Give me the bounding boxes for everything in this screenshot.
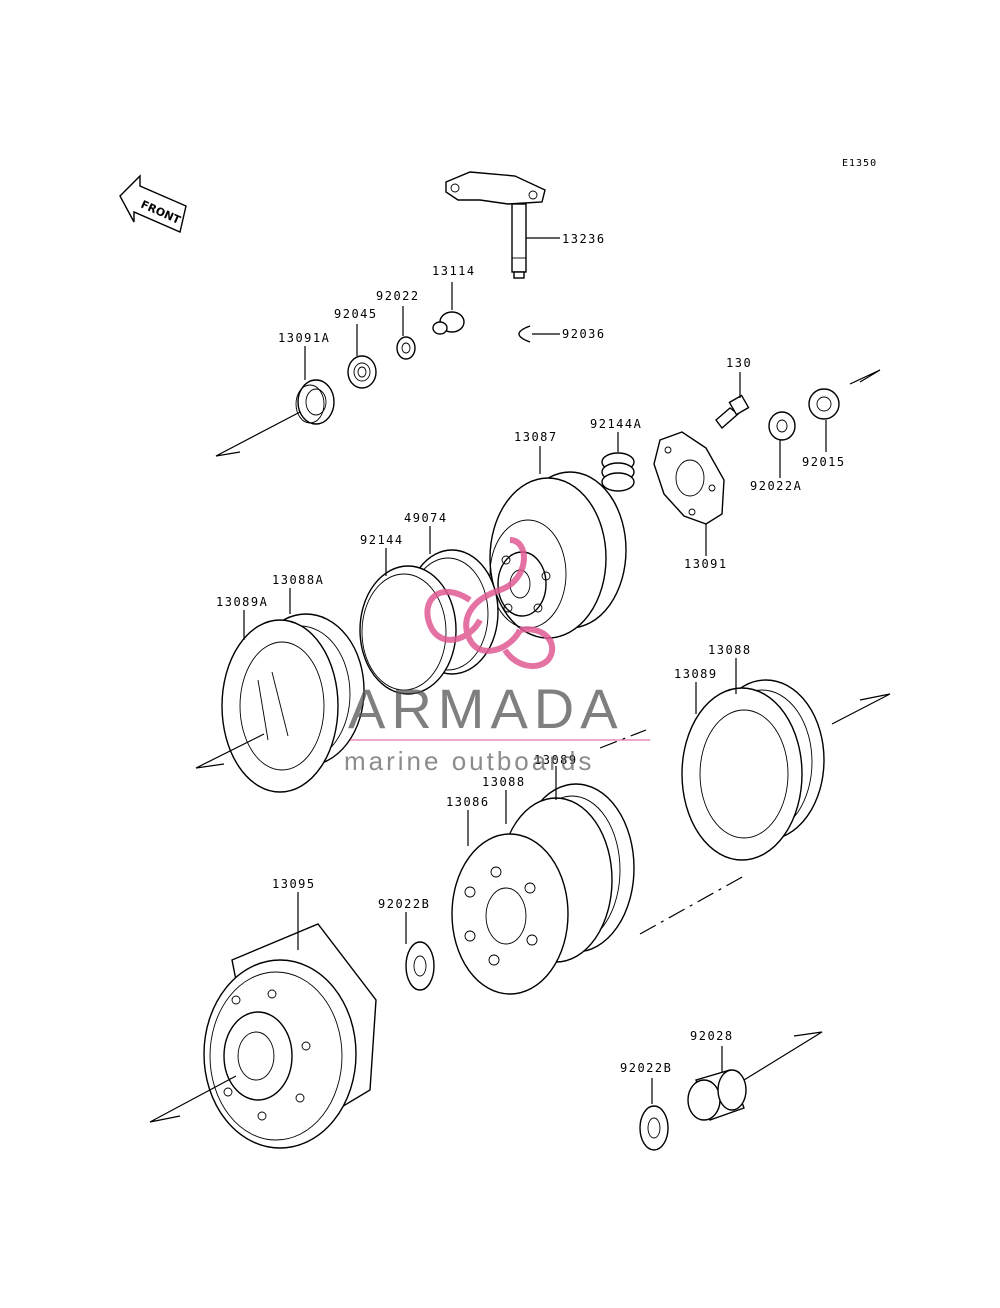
damper-spring-92144 — [359, 565, 457, 695]
washer-92022A — [768, 411, 796, 441]
callout-13086: 13086 — [446, 795, 490, 809]
callout-13091: 13091 — [684, 557, 728, 571]
callout-130: 130 — [726, 356, 752, 370]
bolt-130 — [715, 394, 750, 430]
callout-92022: 92022 — [376, 289, 420, 303]
bearing-92045 — [347, 355, 377, 389]
callout-92022B-lower: 92022B — [620, 1061, 672, 1075]
callout-92015: 92015 — [802, 455, 846, 469]
bushing-92028 — [687, 1069, 747, 1121]
clutch-hub-13087 — [489, 471, 627, 639]
nut-92015 — [808, 388, 840, 420]
spring-92144A — [601, 452, 635, 492]
front-arrow-icon: FRONT — [119, 174, 187, 233]
watermark-sub: marine outboards — [344, 746, 594, 776]
callout-13088-center: 13088 — [482, 775, 526, 789]
steel-plate-13089A — [221, 619, 339, 793]
armada-watermark: ARMADA marine outboards — [344, 537, 650, 776]
callout-13091A: 13091A — [278, 331, 330, 345]
diagram-code: E1350 — [842, 158, 877, 169]
callout-13089-center: 13089 — [534, 753, 578, 767]
pressure-plate-13086 — [451, 833, 569, 995]
callout-13089A: 13089A — [216, 595, 268, 609]
callout-92036: 92036 — [562, 327, 606, 341]
circlip-92036 — [518, 325, 531, 343]
watermark-main: ARMADA — [348, 677, 624, 740]
callout-92028: 92028 — [690, 1029, 734, 1043]
steel-plate-13089-right — [681, 687, 803, 861]
callout-13087: 13087 — [514, 430, 558, 444]
callout-92022A: 92022A — [750, 479, 802, 493]
callout-13095: 13095 — [272, 877, 316, 891]
callout-13114: 13114 — [432, 264, 476, 278]
callout-92144: 92144 — [360, 533, 404, 547]
washer-92022B-lower — [639, 1105, 669, 1151]
callout-13088A: 13088A — [272, 573, 324, 587]
lifter-plate-13091 — [653, 431, 725, 525]
callout-13088-right: 13088 — [708, 643, 752, 657]
release-shaft-13236 — [445, 171, 546, 279]
callout-92144A: 92144A — [590, 417, 642, 431]
callout-92022B-upper: 92022B — [378, 897, 430, 911]
watermark-logo-icon — [424, 537, 556, 670]
seal-13091A — [295, 379, 335, 425]
washer-92022 — [396, 336, 416, 360]
callout-13089-right: 13089 — [674, 667, 718, 681]
callout-49074: 49074 — [404, 511, 448, 525]
callout-13236: 13236 — [562, 232, 606, 246]
pin-13114 — [432, 311, 465, 335]
callout-92045: 92045 — [334, 307, 378, 321]
clutch-housing-13095 — [203, 923, 377, 1149]
washer-92022B-upper — [405, 941, 435, 991]
